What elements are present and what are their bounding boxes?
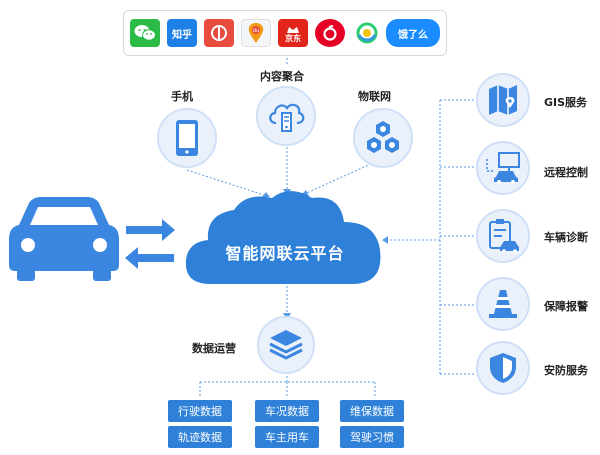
service-label: 安防服务 [544,364,588,377]
content-label: 内容聚合 [260,70,304,83]
iot-label: 物联网 [358,90,391,103]
ops-label: 数据运营 [192,342,236,355]
phone-icon[interactable] [157,108,217,168]
ele-icon[interactable]: 饿了么 [386,19,440,47]
service-label: 车辆诊断 [544,231,588,244]
cloud-platform [180,188,390,294]
layers-icon[interactable] [257,316,315,374]
vehicle-diagnosis-icon[interactable] [476,209,530,263]
zhihu-text: 知乎 [172,29,192,41]
jd-icon[interactable]: 京东 [278,19,308,47]
music-app-icon[interactable] [204,19,234,47]
iot-network-icon[interactable] [353,108,413,168]
service-label: GIS服务 [544,96,588,109]
service-label: 保障报警 [544,300,588,313]
wechat-icon[interactable] [130,19,160,47]
map-app-icon[interactable]: du [241,19,271,47]
remote-control-icon[interactable] [476,141,530,195]
shield-icon[interactable] [476,341,530,395]
jd-text: 京东 [285,33,301,43]
svg-text:du: du [253,28,259,34]
data-button[interactable]: 维保数据 [340,400,404,422]
exchange-arrows-icon [122,216,178,276]
netease-icon[interactable] [315,19,345,47]
data-button[interactable]: 驾驶习惯 [340,426,404,448]
zhihu-icon[interactable]: 知乎 [167,19,197,47]
app-strip: 知乎 du 京东 饿了么 [123,10,447,56]
traffic-cone-icon[interactable] [476,277,530,331]
data-button[interactable]: 车主用车 [255,426,319,448]
data-button[interactable]: 轨迹数据 [168,426,232,448]
service-label: 远程控制 [544,166,588,179]
car-icon [5,195,123,287]
phone-label: 手机 [171,90,193,103]
cloud-title: 智能网联云平台 [225,244,345,263]
qq-browser-icon[interactable] [352,19,382,47]
gis-map-icon[interactable] [476,73,530,127]
data-button[interactable]: 车况数据 [255,400,319,422]
data-button[interactable]: 行驶数据 [168,400,232,422]
arrow-head [262,192,270,197]
ele-text: 饿了么 [398,29,428,41]
cloud-server-icon[interactable] [256,86,316,146]
